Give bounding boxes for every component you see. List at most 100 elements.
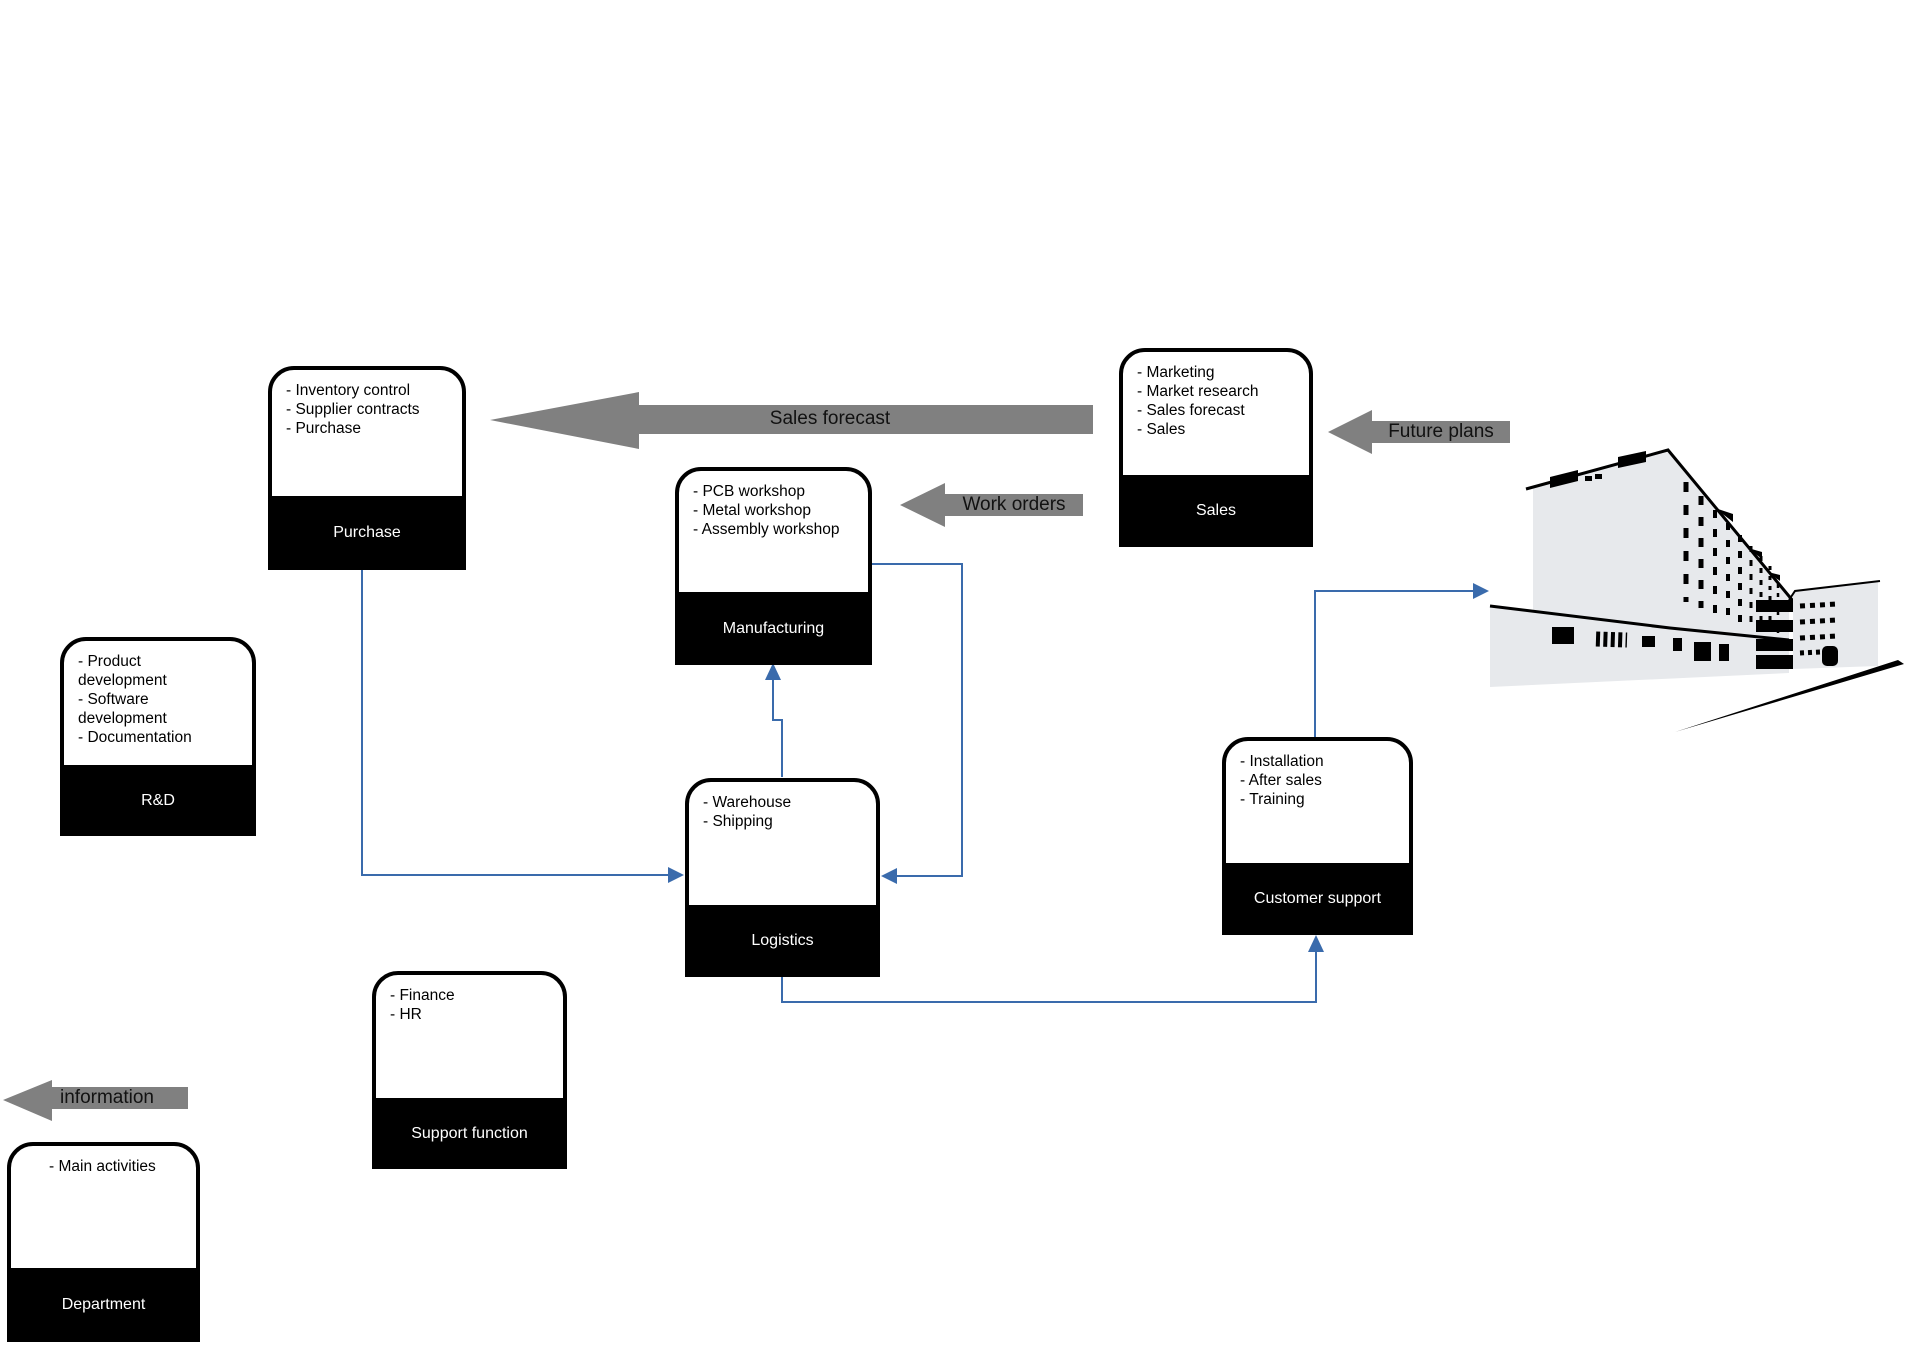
building-front-wall-edge	[1489, 604, 1790, 642]
box-support-function-items: - Finance - HR	[376, 975, 563, 1024]
box-purchase-title-band: Purchase	[268, 496, 466, 570]
building-wing-band	[1756, 620, 1793, 632]
building-road	[1675, 660, 1904, 732]
box-support-function: - Finance - HR Support function	[372, 971, 567, 1169]
box-department-title-band: Department	[7, 1268, 200, 1342]
box-manufacturing-title: Manufacturing	[722, 619, 825, 637]
box-support-function-title-band: Support function	[372, 1098, 567, 1169]
connector-manufacturing-to-logistics-arrowhead	[881, 868, 897, 884]
box-purchase-title: Purchase	[333, 524, 401, 541]
building-balcony	[1748, 548, 1762, 559]
box-item: - Inventory control	[286, 382, 411, 399]
box-item: - Software development	[78, 691, 167, 727]
building-wall-openings	[1552, 627, 1729, 661]
box-item: - Documentation	[78, 729, 192, 746]
building-wing-band	[1756, 655, 1793, 669]
box-rnd: - Product development - Software develop…	[60, 637, 256, 836]
future-plans-label: Future plans	[1388, 421, 1494, 442]
building-wing-window-row	[1799, 617, 1839, 625]
box-customer-support-items: - Installation - After sales - Training	[1226, 741, 1409, 809]
box-item: - After sales	[1240, 772, 1322, 789]
box-item: - Installation	[1240, 753, 1324, 770]
building-roof-vent	[1595, 474, 1602, 479]
building-wall-door	[1694, 642, 1711, 661]
building-chimney	[1618, 451, 1646, 468]
box-customer-support-title: Customer support	[1253, 890, 1382, 907]
box-logistics: - Warehouse - Shipping Logistics	[685, 778, 880, 977]
building-wing-window-row	[1799, 649, 1821, 656]
box-item: - HR	[390, 1006, 422, 1023]
work-orders-label: Work orders	[962, 494, 1066, 515]
information-legend-arrow	[3, 1080, 188, 1121]
box-manufacturing-items: - PCB workshop - Metal workshop - Assemb…	[679, 471, 868, 539]
box-item: - Marketing	[1137, 364, 1215, 381]
box-customer-support-title-band: Customer support	[1222, 863, 1413, 935]
box-item: - Supplier contracts	[286, 401, 420, 418]
box-item: - Purchase	[286, 420, 361, 437]
building-front-wall	[1490, 606, 1789, 687]
connector-customer-support-to-building	[1314, 590, 1480, 737]
building-wall-window	[1552, 627, 1574, 644]
box-sales-title-band: Sales	[1119, 475, 1313, 547]
building-wing-window-row	[1799, 601, 1839, 609]
building-wall-stripes	[1595, 631, 1628, 648]
building-wing-band	[1756, 639, 1793, 651]
box-item: - Training	[1240, 791, 1305, 808]
building-wing-windows	[1799, 601, 1839, 656]
building-balcony	[1715, 508, 1733, 522]
information-label: information	[60, 1087, 154, 1108]
box-logistics-title: Logistics	[751, 932, 814, 949]
connector-customer-support-to-building-arrowhead	[1473, 583, 1489, 599]
connector-purchase-to-logistics	[361, 562, 676, 876]
box-support-function-title: Support function	[411, 1124, 528, 1142]
box-logistics-items: - Warehouse - Shipping	[689, 782, 876, 831]
building-wall-window	[1673, 638, 1682, 651]
sales-forecast-arrow	[490, 392, 1093, 449]
box-item: - Market research	[1137, 383, 1259, 400]
box-logistics-title-band: Logistics	[685, 905, 880, 977]
connector-purchase-to-logistics-arrowhead	[668, 867, 684, 883]
box-customer-support: - Installation - After sales - Training …	[1222, 737, 1413, 935]
box-department-items: - Main activities	[11, 1146, 196, 1176]
future-plans-arrow	[1328, 410, 1510, 454]
box-item: - Metal workshop	[693, 502, 812, 519]
box-department-legend: - Main activities Department	[7, 1142, 200, 1342]
box-purchase-items: - Inventory control - Supplier contracts…	[272, 370, 462, 438]
building-wing-roof-edge	[1788, 580, 1881, 601]
building-wing-window-row	[1799, 633, 1839, 641]
box-item: - Product development	[78, 653, 167, 689]
box-item: - Warehouse	[703, 794, 792, 811]
box-rnd-items: - Product development - Software develop…	[64, 641, 252, 747]
box-item: - Assembly workshop	[693, 521, 840, 538]
box-sales-items: - Marketing - Market research - Sales fo…	[1123, 352, 1309, 439]
building-chimney	[1550, 470, 1578, 488]
connector-manufacturing-to-logistics	[872, 563, 963, 877]
work-orders-arrow	[900, 483, 1083, 527]
box-item: - PCB workshop	[693, 483, 805, 500]
connector-logistics-to-manufacturing	[772, 679, 783, 777]
box-department-title: Department	[61, 1296, 146, 1313]
box-manufacturing-title-band: Manufacturing	[675, 592, 872, 665]
box-rnd-title: R&D	[141, 791, 175, 809]
box-item: - Main activities	[49, 1158, 156, 1175]
box-item: - Sales forecast	[1137, 402, 1245, 419]
building-facade	[1533, 452, 1789, 641]
building-roof-vent	[1585, 476, 1592, 481]
connector-logistics-to-customer-support	[781, 951, 1317, 1003]
sales-forecast-label: Sales forecast	[769, 408, 891, 429]
box-item: - Sales	[1137, 421, 1186, 438]
box-sales-title: Sales	[1195, 502, 1237, 519]
box-item: - Finance	[390, 987, 455, 1004]
connector-logistics-to-manufacturing-arrowhead	[765, 663, 781, 680]
box-item: - Shipping	[703, 813, 773, 830]
box-sales: - Marketing - Market research - Sales fo…	[1119, 348, 1313, 547]
building-wall-door	[1719, 644, 1729, 661]
box-rnd-title-band: R&D	[60, 765, 256, 836]
box-purchase: - Inventory control - Supplier contracts…	[268, 366, 466, 570]
connector-logistics-to-customer-support-arrowhead	[1308, 935, 1324, 952]
building-balcony	[1768, 572, 1780, 581]
box-manufacturing: - PCB workshop - Metal workshop - Assemb…	[675, 467, 872, 665]
building-illustration	[1489, 448, 1904, 732]
